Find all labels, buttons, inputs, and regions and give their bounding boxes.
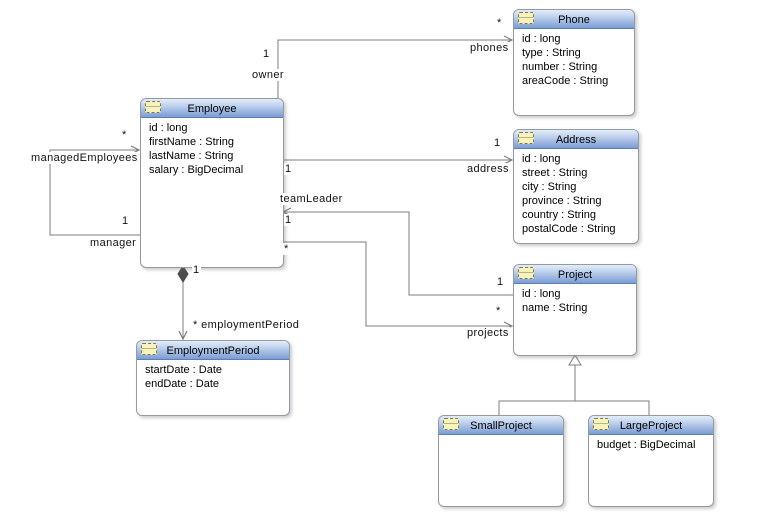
projects-source-multiplicity-label: * xyxy=(283,243,290,255)
class-employment-period-header[interactable]: EmploymentPeriod xyxy=(137,341,289,360)
attribute-row: budget : BigDecimal xyxy=(597,439,696,451)
class-large-project-attributes: budget : BigDecimal xyxy=(589,435,713,452)
class-employment-period[interactable]: EmploymentPeriod startDate : Date endDate… xyxy=(136,340,290,416)
attribute-row: startDate : Date xyxy=(145,364,223,376)
manager-multiplicity-label: 1 xyxy=(121,215,130,227)
class-title: EmploymentPeriod xyxy=(166,345,260,357)
class-small-project[interactable]: SmallProject xyxy=(438,415,564,507)
class-small-project-header[interactable]: SmallProject xyxy=(439,416,563,435)
attribute-row: id : long xyxy=(522,153,561,165)
class-employment-period-attributes: startDate : Date endDate : Date xyxy=(137,360,289,391)
class-title: Phone xyxy=(558,14,590,26)
attribute-row: id : long xyxy=(522,288,561,300)
owner-role-label: owner xyxy=(251,69,285,81)
team-leader-source-multiplicity-label: 1 xyxy=(496,276,505,288)
class-address-attributes: id : long street : String city : String pro… xyxy=(514,149,638,236)
phones-multiplicity-label: * xyxy=(496,17,503,29)
connector-managed-employees[interactable] xyxy=(49,149,140,236)
class-employee-header[interactable]: Employee xyxy=(141,99,283,118)
class-title: Project xyxy=(557,269,593,281)
attribute-row: firstName : String xyxy=(149,136,234,148)
inheritance-triangle xyxy=(568,354,582,366)
attribute-row: salary : BigDecimal xyxy=(149,164,244,176)
entity-icon xyxy=(145,101,161,113)
class-title: LargeProject xyxy=(619,420,683,432)
class-large-project-header[interactable]: LargeProject xyxy=(589,416,713,435)
class-small-project-attributes xyxy=(439,435,563,438)
class-title: Address xyxy=(555,134,597,146)
attribute-row: province : String xyxy=(522,195,602,207)
attribute-row: city : String xyxy=(522,181,577,193)
class-title: SmallProject xyxy=(470,420,532,432)
connector-projects[interactable] xyxy=(282,241,511,327)
connector-inheritance-branches[interactable] xyxy=(498,400,650,415)
address-multiplicity-label: 1 xyxy=(493,137,502,149)
attribute-row: number : String xyxy=(522,61,598,73)
attribute-row: endDate : Date xyxy=(145,378,219,390)
class-project-header[interactable]: Project xyxy=(514,265,636,284)
entity-icon xyxy=(518,132,534,144)
class-phone-attributes: id : long type : String number : String are… xyxy=(514,29,634,88)
managed-employees-role-label: managedEmployees xyxy=(30,152,139,164)
attribute-row: postalCode : String xyxy=(522,223,616,235)
composition-diamond xyxy=(177,265,189,283)
attribute-row: id : long xyxy=(522,33,561,45)
attribute-row: areaCode : String xyxy=(522,75,609,87)
class-title: Employee xyxy=(187,103,237,115)
address-source-multiplicity-label: 1 xyxy=(284,163,293,175)
team-leader-role-label: teamLeader xyxy=(279,193,344,205)
class-address[interactable]: Address id : long street : String city : S… xyxy=(513,129,639,244)
projects-role-label: projects xyxy=(466,327,510,339)
class-phone[interactable]: Phone id : long type : String number : Str… xyxy=(513,9,635,116)
entity-icon xyxy=(518,267,534,279)
arrowhead-employment-period xyxy=(178,330,188,341)
entity-icon xyxy=(141,343,157,355)
manager-role-label: manager xyxy=(89,237,138,249)
class-employee-attributes: id : long firstName : String lastName : St… xyxy=(141,118,283,177)
attribute-row: id : long xyxy=(149,122,188,134)
attribute-row: street : String xyxy=(522,167,588,179)
attribute-row: name : String xyxy=(522,302,588,314)
arrowhead-address xyxy=(503,155,514,165)
class-large-project[interactable]: LargeProject budget : BigDecimal xyxy=(588,415,714,507)
team-leader-multiplicity-label: 1 xyxy=(284,214,293,226)
class-project[interactable]: Project id : long name : String xyxy=(513,264,637,356)
employment-period-multiplicity-label: 1 xyxy=(192,264,201,276)
entity-icon xyxy=(518,12,534,24)
owner-multiplicity-label: 1 xyxy=(262,48,271,60)
class-phone-header[interactable]: Phone xyxy=(514,10,634,29)
address-role-label: address xyxy=(466,163,510,175)
attribute-row: country : String xyxy=(522,209,596,221)
managed-employees-multiplicity-label: * xyxy=(121,129,128,141)
attribute-row: lastName : String xyxy=(149,150,234,162)
phones-role-label: phones xyxy=(469,42,510,54)
class-employee[interactable]: Employee id : long firstName : String last… xyxy=(140,98,284,268)
class-project-attributes: id : long name : String xyxy=(514,284,636,315)
attribute-row: type : String xyxy=(522,47,581,59)
entity-icon xyxy=(443,418,459,430)
projects-multiplicity-label: * xyxy=(495,305,502,317)
employment-period-role-label: * employmentPeriod xyxy=(192,319,301,331)
connector-team-leader[interactable] xyxy=(284,211,513,296)
class-address-header[interactable]: Address xyxy=(514,130,638,149)
entity-icon xyxy=(593,418,609,430)
